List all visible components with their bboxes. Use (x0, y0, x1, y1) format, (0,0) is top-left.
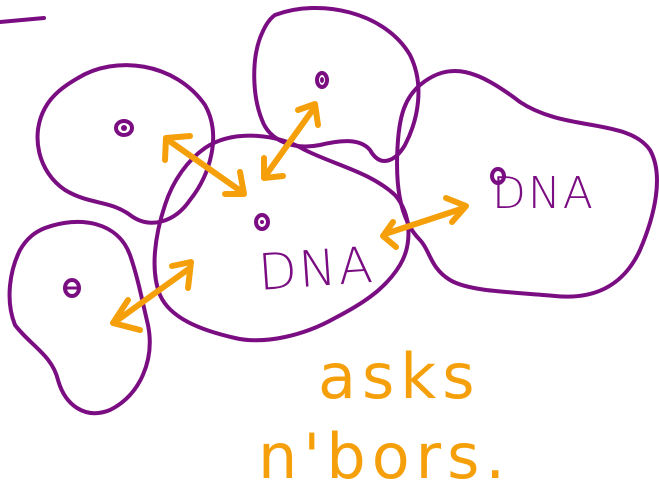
nucleus-dot-bottom-left (63, 278, 81, 298)
label-dna-right: DNA (492, 168, 595, 219)
annotation-line-1: asks (318, 340, 481, 413)
top-left-mark (0, 16, 46, 24)
arrow-center-to-bottom-left (110, 259, 194, 333)
label-dna-center: DNA (256, 236, 376, 302)
arrow-center-to-top-left (162, 133, 247, 197)
cell-bottom-left (7, 219, 152, 416)
arrow-center-to-right (380, 195, 469, 250)
nucleus-dot-top-center (315, 71, 329, 89)
cell-top-left (35, 63, 216, 225)
cell-top-center (252, 6, 421, 163)
nucleus-dot-center (254, 213, 270, 231)
nucleus-dot-right (490, 167, 506, 185)
cell-center (152, 133, 411, 343)
annotation-line-2: n'bors. (258, 420, 511, 493)
nucleus-dot-top-left (114, 119, 134, 137)
arrow-center-to-top-center (261, 101, 321, 181)
